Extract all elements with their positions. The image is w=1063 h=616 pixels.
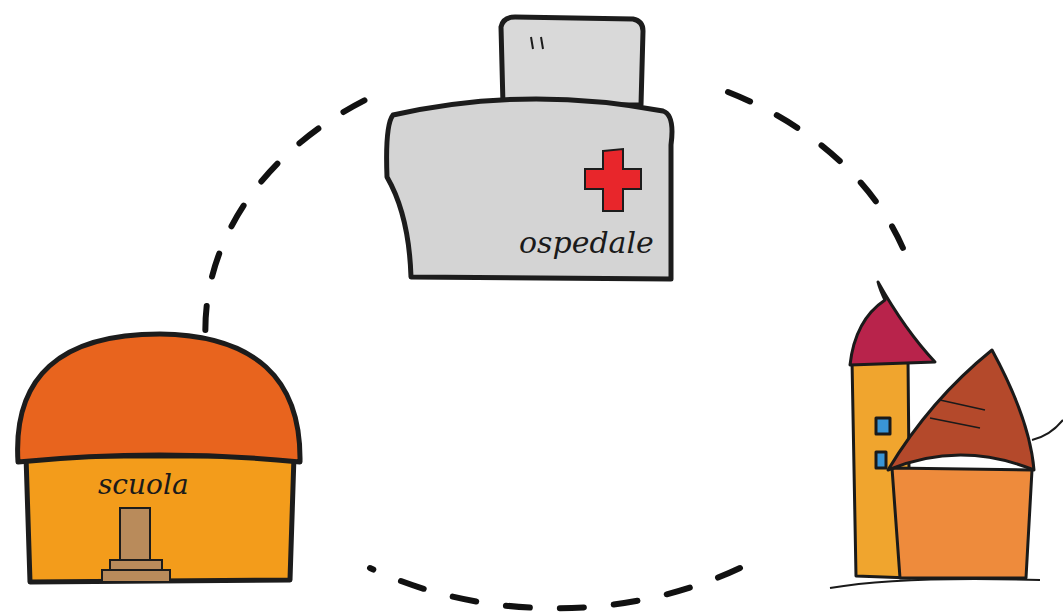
node-outline [10, 330, 306, 586]
dashed-arc [370, 568, 740, 608]
door [120, 508, 150, 560]
window [876, 418, 890, 434]
chimney-marks [531, 37, 543, 49]
school-building: scuola [10, 330, 306, 586]
house-roof [888, 350, 1034, 470]
window [876, 452, 886, 468]
dashed-arc [728, 92, 912, 272]
wire [1032, 420, 1063, 440]
house-body [892, 468, 1032, 578]
roof-lines [930, 400, 985, 428]
steps [102, 560, 170, 582]
school-body [26, 456, 294, 582]
node-label: scuola [98, 468, 189, 501]
node-label: ospedale [519, 225, 654, 260]
tower-roof [850, 282, 935, 365]
red-cross [585, 149, 641, 211]
school-roof [18, 334, 300, 462]
hospital-building: ospedale [385, 15, 677, 285]
hospital-body [387, 99, 672, 279]
dashed-connector [205, 91, 385, 330]
chimney [501, 17, 643, 105]
house-drawing [830, 282, 1063, 588]
ground-line [830, 579, 1040, 588]
dashed-ring [370, 92, 912, 608]
